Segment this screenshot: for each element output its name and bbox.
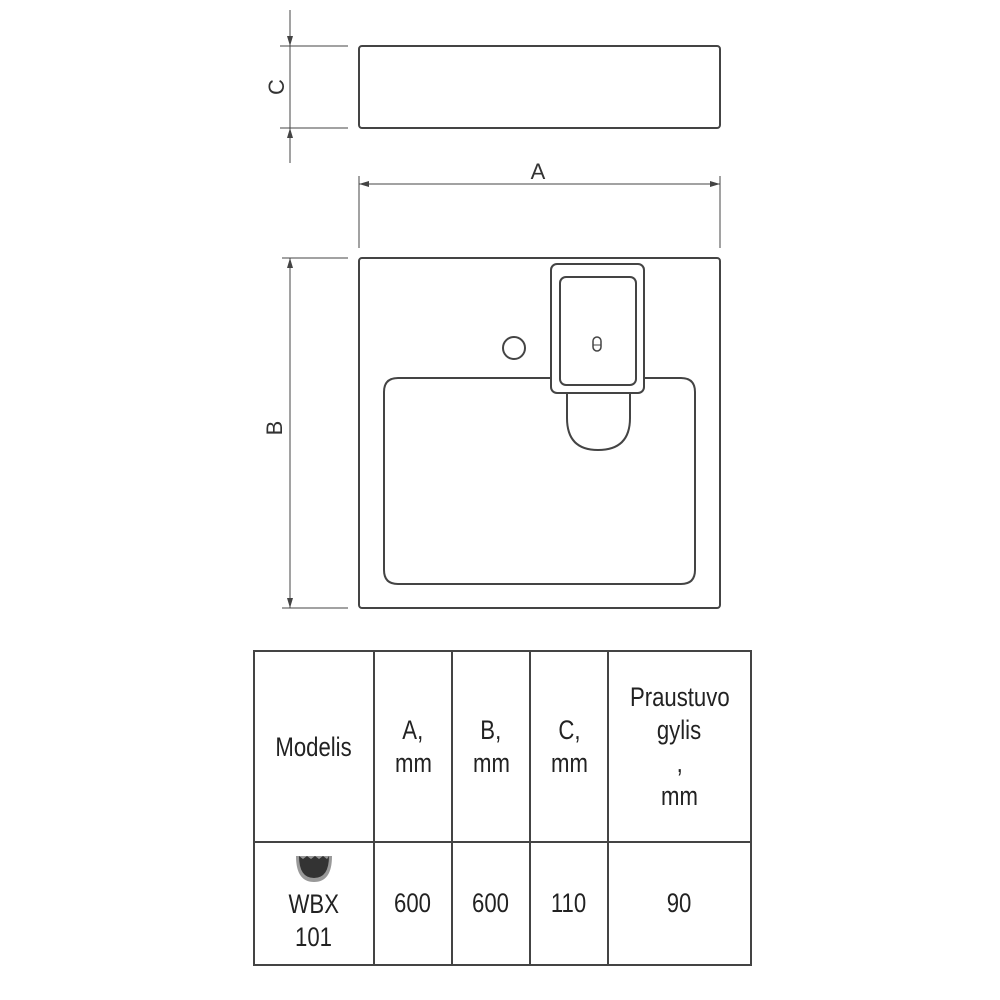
side-view-outline bbox=[358, 45, 721, 129]
basin-badge-icon bbox=[296, 855, 332, 882]
label-c: C bbox=[264, 79, 289, 95]
header-a: A,mm bbox=[394, 715, 432, 778]
top-view-outline bbox=[358, 257, 721, 609]
dimension-c bbox=[280, 10, 348, 163]
cell-b: 600 bbox=[472, 888, 510, 918]
label-b: B bbox=[262, 421, 287, 436]
cell-depth: 90 bbox=[667, 888, 692, 918]
cell-a: 600 bbox=[394, 888, 432, 918]
drain-knob bbox=[592, 336, 602, 352]
cell-c: 110 bbox=[551, 888, 587, 918]
faucet-deck-inner bbox=[559, 276, 637, 386]
tap-hole bbox=[502, 336, 526, 360]
dimension-a bbox=[358, 176, 721, 248]
header-c: C,mm bbox=[550, 715, 588, 778]
label-a: A bbox=[531, 159, 546, 184]
faucet-deck-outer bbox=[550, 263, 645, 394]
technical-drawing: A C B bbox=[262, 10, 721, 609]
overflow-bowl bbox=[566, 393, 631, 452]
dimension-b bbox=[282, 257, 348, 609]
basin-outline bbox=[383, 377, 696, 585]
header-b: B,mm bbox=[472, 715, 510, 778]
header-model: Modelis bbox=[275, 731, 353, 762]
